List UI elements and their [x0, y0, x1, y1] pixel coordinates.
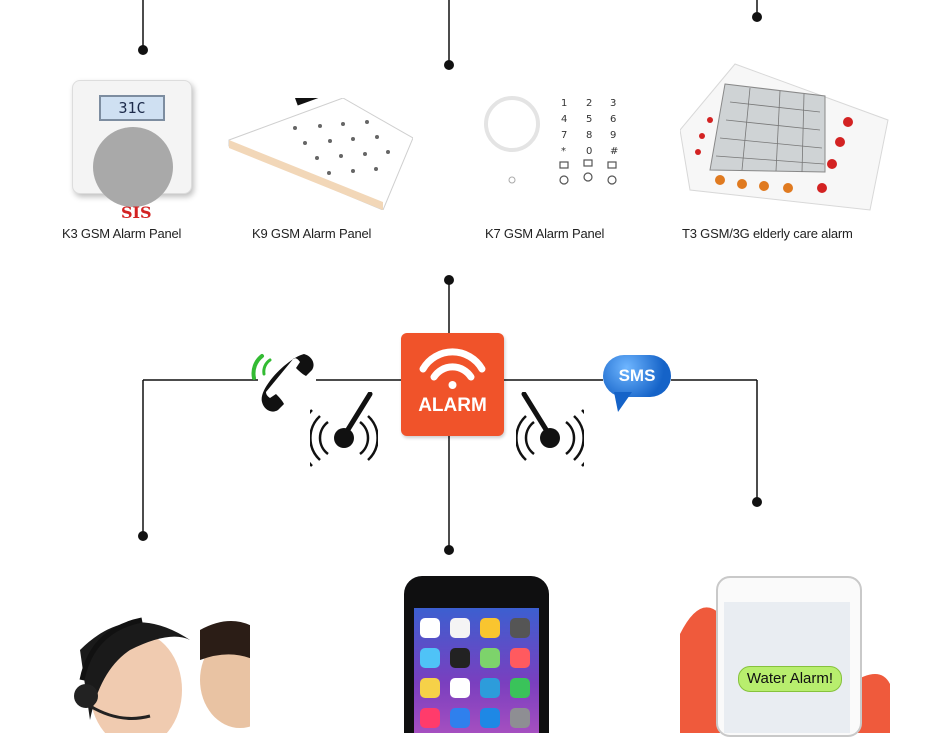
key-2: 2 — [586, 98, 593, 109]
key-7: 7 — [561, 130, 568, 141]
k7-panel-image: 1 2 3 4 5 6 7 8 9 * 0 # — [484, 92, 630, 196]
phone-message-image: Water Alarm! — [680, 574, 890, 737]
siren-left-icon — [310, 392, 378, 467]
siren-right-icon — [516, 392, 584, 467]
key-5: 5 — [586, 114, 593, 125]
k3-panel-image: 31C SIS — [72, 80, 192, 222]
key-0: 0 — [586, 146, 593, 157]
t3-caption: T3 GSM/3G elderly care alarm — [682, 226, 853, 241]
key-8: 8 — [586, 130, 593, 141]
key-6: 6 — [610, 114, 617, 125]
k7-function-icons — [559, 159, 617, 185]
sms-tail — [614, 392, 632, 412]
smartphone-screen — [414, 608, 539, 733]
key-hash: # — [610, 146, 619, 157]
key-star: * — [561, 146, 566, 157]
key-9: 9 — [610, 130, 617, 141]
junction-dot — [752, 12, 762, 22]
junction-dot — [138, 45, 148, 55]
junction-dot — [444, 60, 454, 70]
key-1: 1 — [561, 98, 568, 109]
junction-dot — [444, 275, 454, 285]
k3-logo: SIS — [121, 203, 152, 222]
call-center-operators-image — [50, 610, 250, 733]
phone-call-icon — [251, 354, 314, 412]
k7-ring — [484, 96, 540, 184]
k3-emergency-button — [93, 127, 173, 207]
alarm-center: ALARM — [401, 333, 504, 436]
t3-device-image — [680, 63, 889, 211]
k3-display: 31C — [99, 95, 165, 121]
sms-label: SMS — [618, 366, 656, 385]
junction-dot — [138, 531, 148, 541]
k9-caption: K9 GSM Alarm Panel — [252, 226, 372, 241]
sms-icon: SMS — [603, 355, 671, 397]
key-4: 4 — [561, 114, 568, 125]
alarm-label: ALARM — [418, 395, 487, 416]
junction-dot — [444, 545, 454, 555]
k3-caption: K3 GSM Alarm Panel — [62, 226, 182, 241]
water-alarm-message: Water Alarm! — [738, 666, 842, 692]
wireless-signal-icon — [419, 348, 486, 389]
k9-panel-image — [228, 98, 413, 210]
smartphone-image — [404, 576, 549, 733]
key-3: 3 — [610, 98, 617, 109]
k7-caption: K7 GSM Alarm Panel — [485, 226, 605, 241]
junction-dot — [752, 497, 762, 507]
